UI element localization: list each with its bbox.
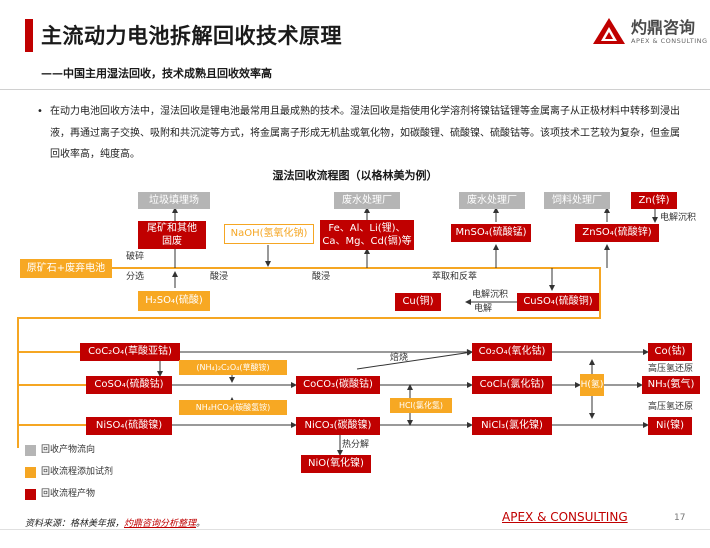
node-nio: NiO(氧化镍) xyxy=(301,455,371,473)
node-coc2o4: CoC₂O₄(草酸亚钴) xyxy=(80,343,180,361)
logo-tagline: APEX & CONSULTING xyxy=(631,37,708,45)
page-subtitle: ——中国主用湿法回收，技术成熟且回收效率高 xyxy=(41,67,272,80)
logo-name: 灼鼎咨询 xyxy=(631,18,696,37)
page-number: 17 xyxy=(674,513,686,523)
brand-logo: 灼鼎咨询 APEX & CONSULTING xyxy=(593,14,707,48)
node-metal-impurities: Fe、Al、Li(锂)、 Ca、Mg、Cd(镉)等 xyxy=(320,220,414,250)
connector-arrows xyxy=(157,207,658,456)
node-ammonium-oxalate: (NH₄)₂C₂O₄(草酸铵) xyxy=(179,360,287,375)
intro-paragraph: 在动力电池回收方法中，湿法回收是锂电池最常用且最成熟的技术。湿法回收是指使用化学… xyxy=(50,106,680,160)
node-copper: Cu(铜) xyxy=(395,293,441,311)
footer-brand-link[interactable]: APEX & CONSULTING xyxy=(502,510,628,524)
legend-swatch-product xyxy=(25,489,36,500)
legend-swatch-reagent xyxy=(25,467,36,478)
node-niso4: NiSO₄(硫酸镍) xyxy=(86,417,172,435)
node-h2so4: H₂SO₄(硫酸) xyxy=(138,291,210,311)
header-divider xyxy=(0,89,710,90)
legend-label-product: 回收流程产物 xyxy=(41,489,96,499)
label-acid-leach-1: 酸浸 xyxy=(210,272,229,282)
node-ammonium-bicarbonate: NH₄HCO₃(碳酸氢铵) xyxy=(179,400,287,415)
label-extract: 萃取和反萃 xyxy=(432,272,478,282)
node-cobalt: Co(钴) xyxy=(648,343,692,361)
node-hcl: HCl(氯化氢) xyxy=(390,398,452,413)
node-ammonia: NH₃(氨气) xyxy=(642,376,700,394)
label-h2-reduce-1: 高压氢还原 xyxy=(648,364,694,374)
page-title: 主流动力电池拆解回收技术原理 xyxy=(41,24,342,48)
label-electrolysis: 电解 xyxy=(474,304,493,314)
legend-label-reagent: 回收流程添加试剂 xyxy=(41,467,114,477)
legend-swatch-flow xyxy=(25,445,36,456)
label-crush: 破碎 xyxy=(126,252,145,262)
label-acid-leach-2: 酸浸 xyxy=(312,272,331,282)
node-cocl3: CoCl₃(氯化钴) xyxy=(472,376,552,394)
node-co2o4: Co₂O₄(氧化钴) xyxy=(472,343,552,361)
node-feed-plant: 饲料处理厂 xyxy=(544,192,610,209)
source-suffix: 。 xyxy=(196,519,206,529)
node-znso4: ZnSO₄(硫酸锌) xyxy=(575,224,659,242)
source-note: 资料来源：格林美年报，灼鼎咨询分析整理。 xyxy=(25,516,205,529)
node-nico3: NiCO₃(碳酸镍) xyxy=(296,417,380,435)
diagram-title: 湿法回收流程图（以格林美为例） xyxy=(272,169,438,182)
node-nicl3: NiCl₃(氯化镍) xyxy=(472,417,552,435)
label-thermal-decomp: 热分解 xyxy=(342,440,370,450)
node-ore-batteries: 原矿石+废弃电池 xyxy=(20,259,112,278)
label-roast: 焙烧 xyxy=(390,353,409,363)
label-electro-deposit-2: 电解沉积 xyxy=(660,213,697,223)
label-h2-reduce-2: 高压氢还原 xyxy=(648,402,694,412)
node-nickel: Ni(镍) xyxy=(648,417,692,435)
source-prefix: 资料来源：格林美年报， xyxy=(25,519,125,529)
legend-label-flow: 回收产物流向 xyxy=(41,445,96,455)
node-hydrogen: H(氢) xyxy=(580,374,604,396)
node-tailings: 尾矿和其他 固废 xyxy=(138,221,206,249)
footer-divider xyxy=(0,529,710,530)
node-zinc: Zn(锌) xyxy=(631,192,677,209)
triangle-logo-icon xyxy=(593,18,625,44)
main-process-lines xyxy=(17,267,601,448)
node-mnso4: MnSO₄(硫酸锰) xyxy=(451,224,531,242)
label-electro-deposit-1: 电解沉积 xyxy=(472,290,509,300)
node-coco3: CoCO₃(碳酸钴) xyxy=(296,376,380,394)
node-wastewater-plant-2: 废水处理厂 xyxy=(459,192,525,209)
node-landfill: 垃圾填埋场 xyxy=(138,192,210,209)
node-cuso4: CuSO₄(硫酸铜) xyxy=(517,293,599,311)
node-coso4: CoSO₄(硫酸钴) xyxy=(86,376,172,394)
bullet-marker: • xyxy=(37,106,43,117)
source-highlight: 灼鼎咨询分析整理 xyxy=(124,519,197,529)
node-wastewater-plant-1: 废水处理厂 xyxy=(334,192,400,209)
node-naoh: NaOH(氢氧化钠) xyxy=(224,224,314,244)
title-accent-bar xyxy=(25,19,33,52)
label-sort: 分选 xyxy=(126,272,145,282)
